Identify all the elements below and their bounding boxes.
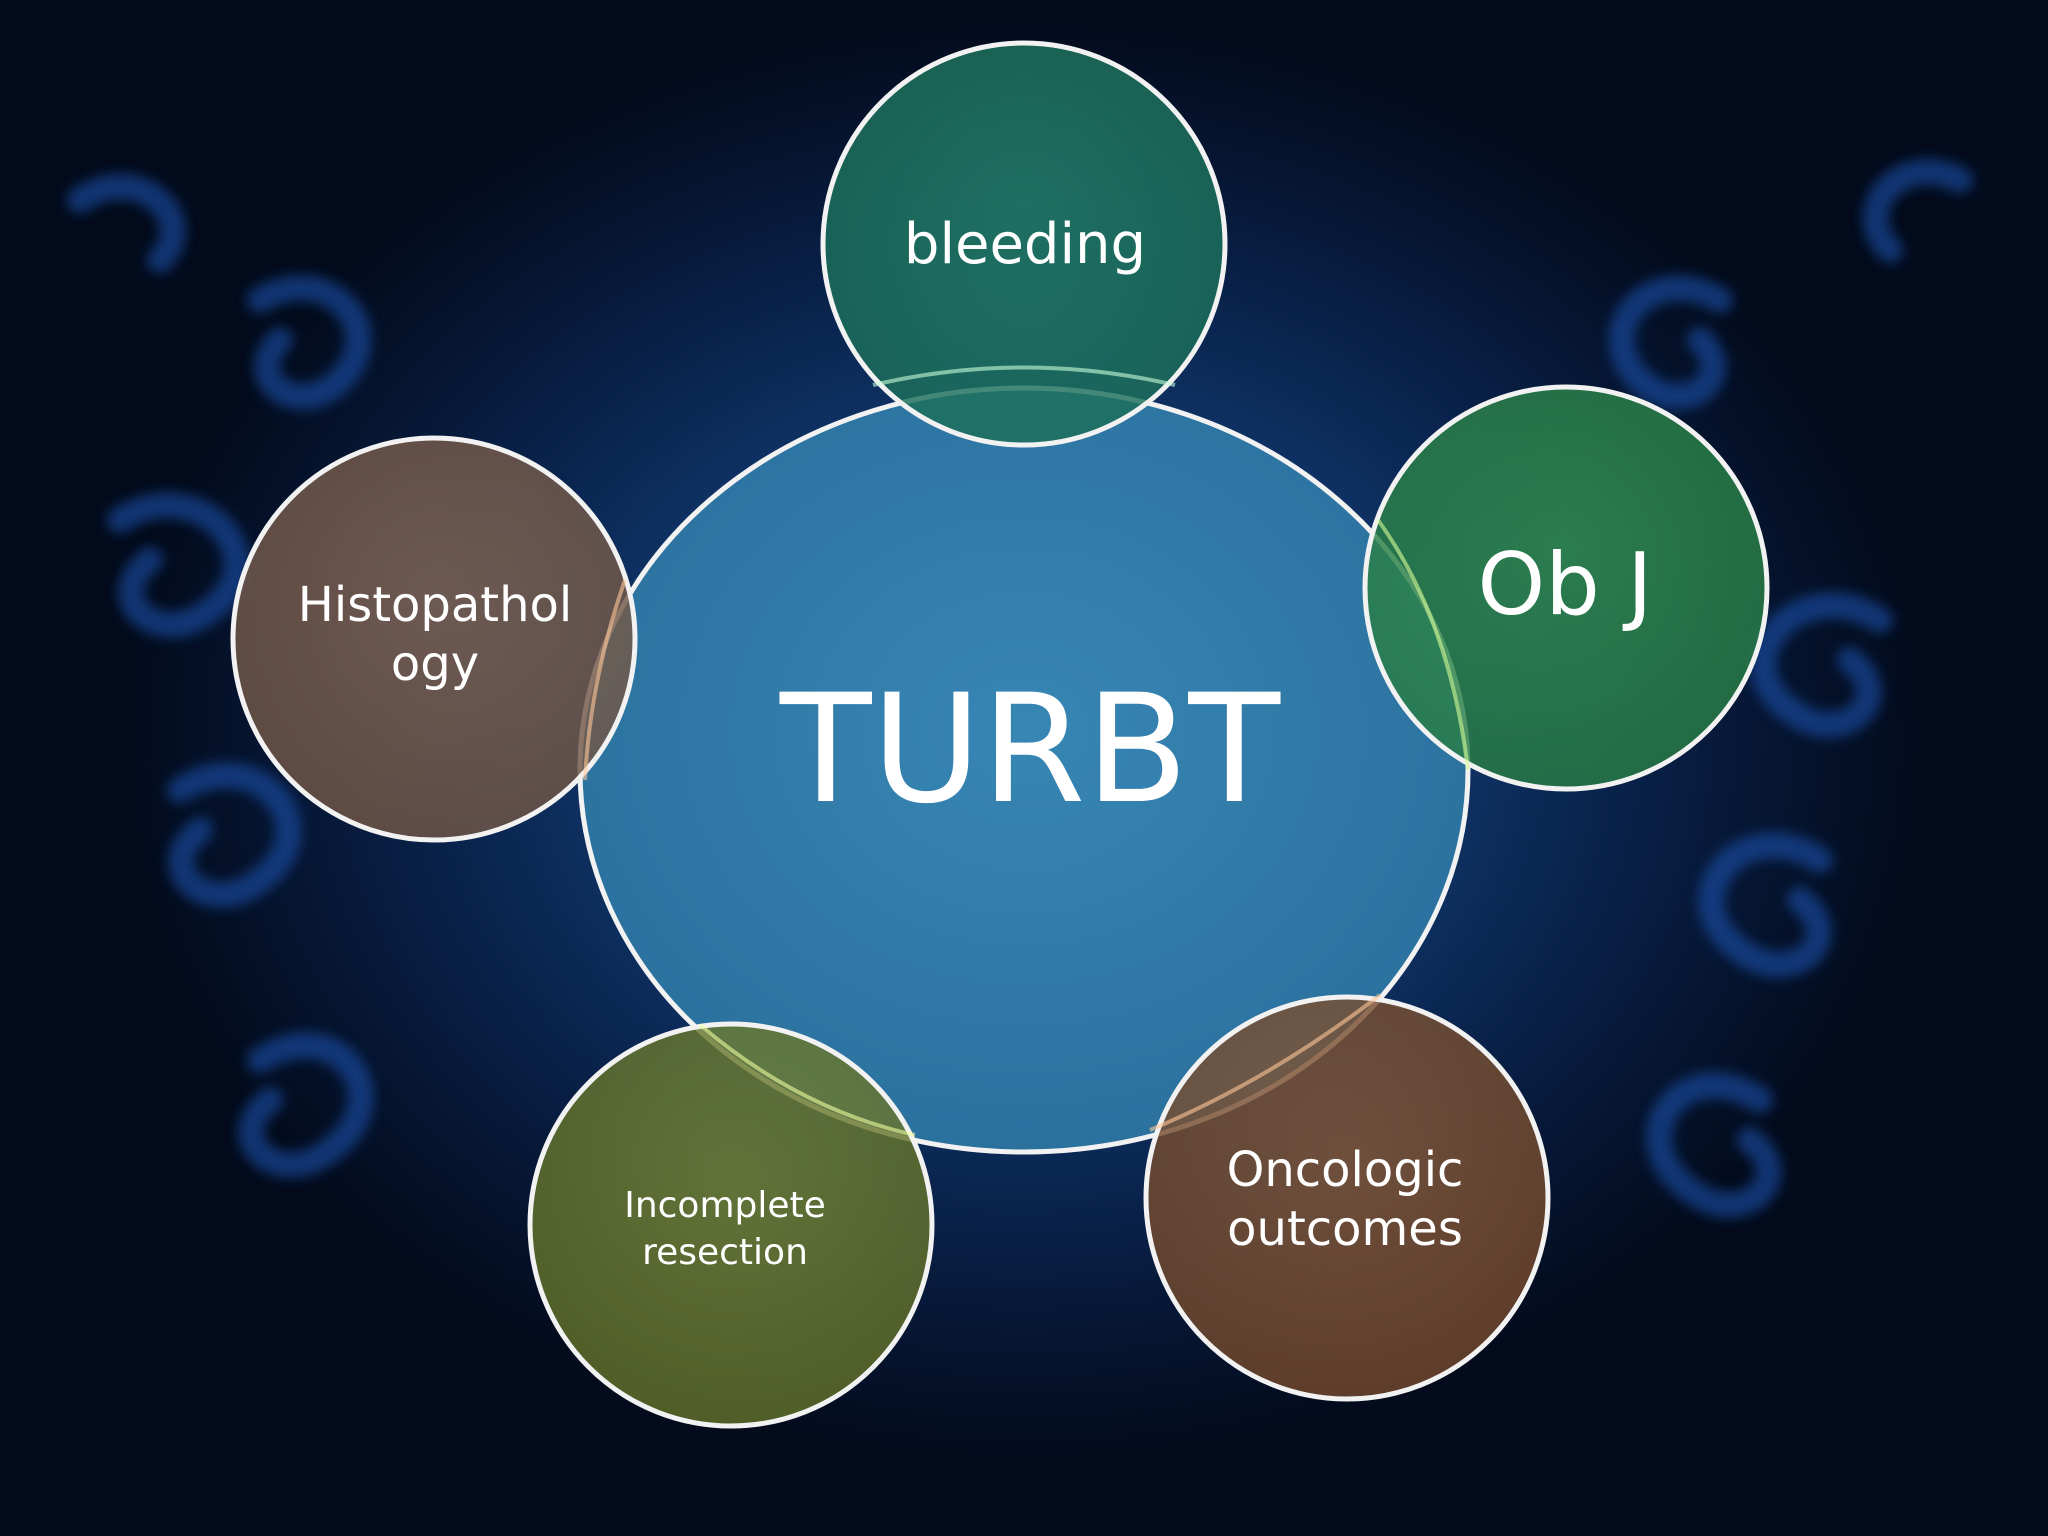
overlap-rim-right [1376, 518, 1470, 771]
swirl-left-3 [167, 762, 302, 908]
node-label-right: Ob J [1477, 534, 1653, 635]
node-label-bottom-right: Oncologic outcomes [1226, 1142, 1464, 1257]
swirl-left-2 [107, 492, 250, 638]
center-label: TURBT [779, 663, 1281, 837]
overlap-rim-left [583, 579, 627, 781]
overlap-rim-bottom-left [698, 1023, 916, 1137]
swirl-right-4 [1646, 1072, 1782, 1218]
swirl-right-1 [1608, 275, 1733, 410]
swirl-left-1 [247, 275, 372, 410]
overlap-rim-bottom-right [1149, 993, 1382, 1132]
node-circle-bottom-right [1143, 994, 1551, 1402]
node-label-top: bleeding [903, 211, 1147, 277]
node-label-bottom-left: Incomplete resection [624, 1185, 826, 1273]
swirl-right-3 [1698, 832, 1833, 978]
swirl-right-2 [1750, 592, 1893, 738]
swirl-left-4 [238, 1032, 374, 1178]
node-circle-bottom-left [527, 1021, 935, 1429]
swirl-right-5 [1862, 158, 1973, 263]
node-circle-right [1362, 384, 1770, 792]
overlap-rim-top [872, 365, 1176, 387]
swirl-left-5 [67, 174, 186, 273]
node-circle-top [820, 40, 1228, 448]
node-label-left: Histopathol ogy [297, 577, 573, 692]
node-circle-left [230, 435, 638, 843]
